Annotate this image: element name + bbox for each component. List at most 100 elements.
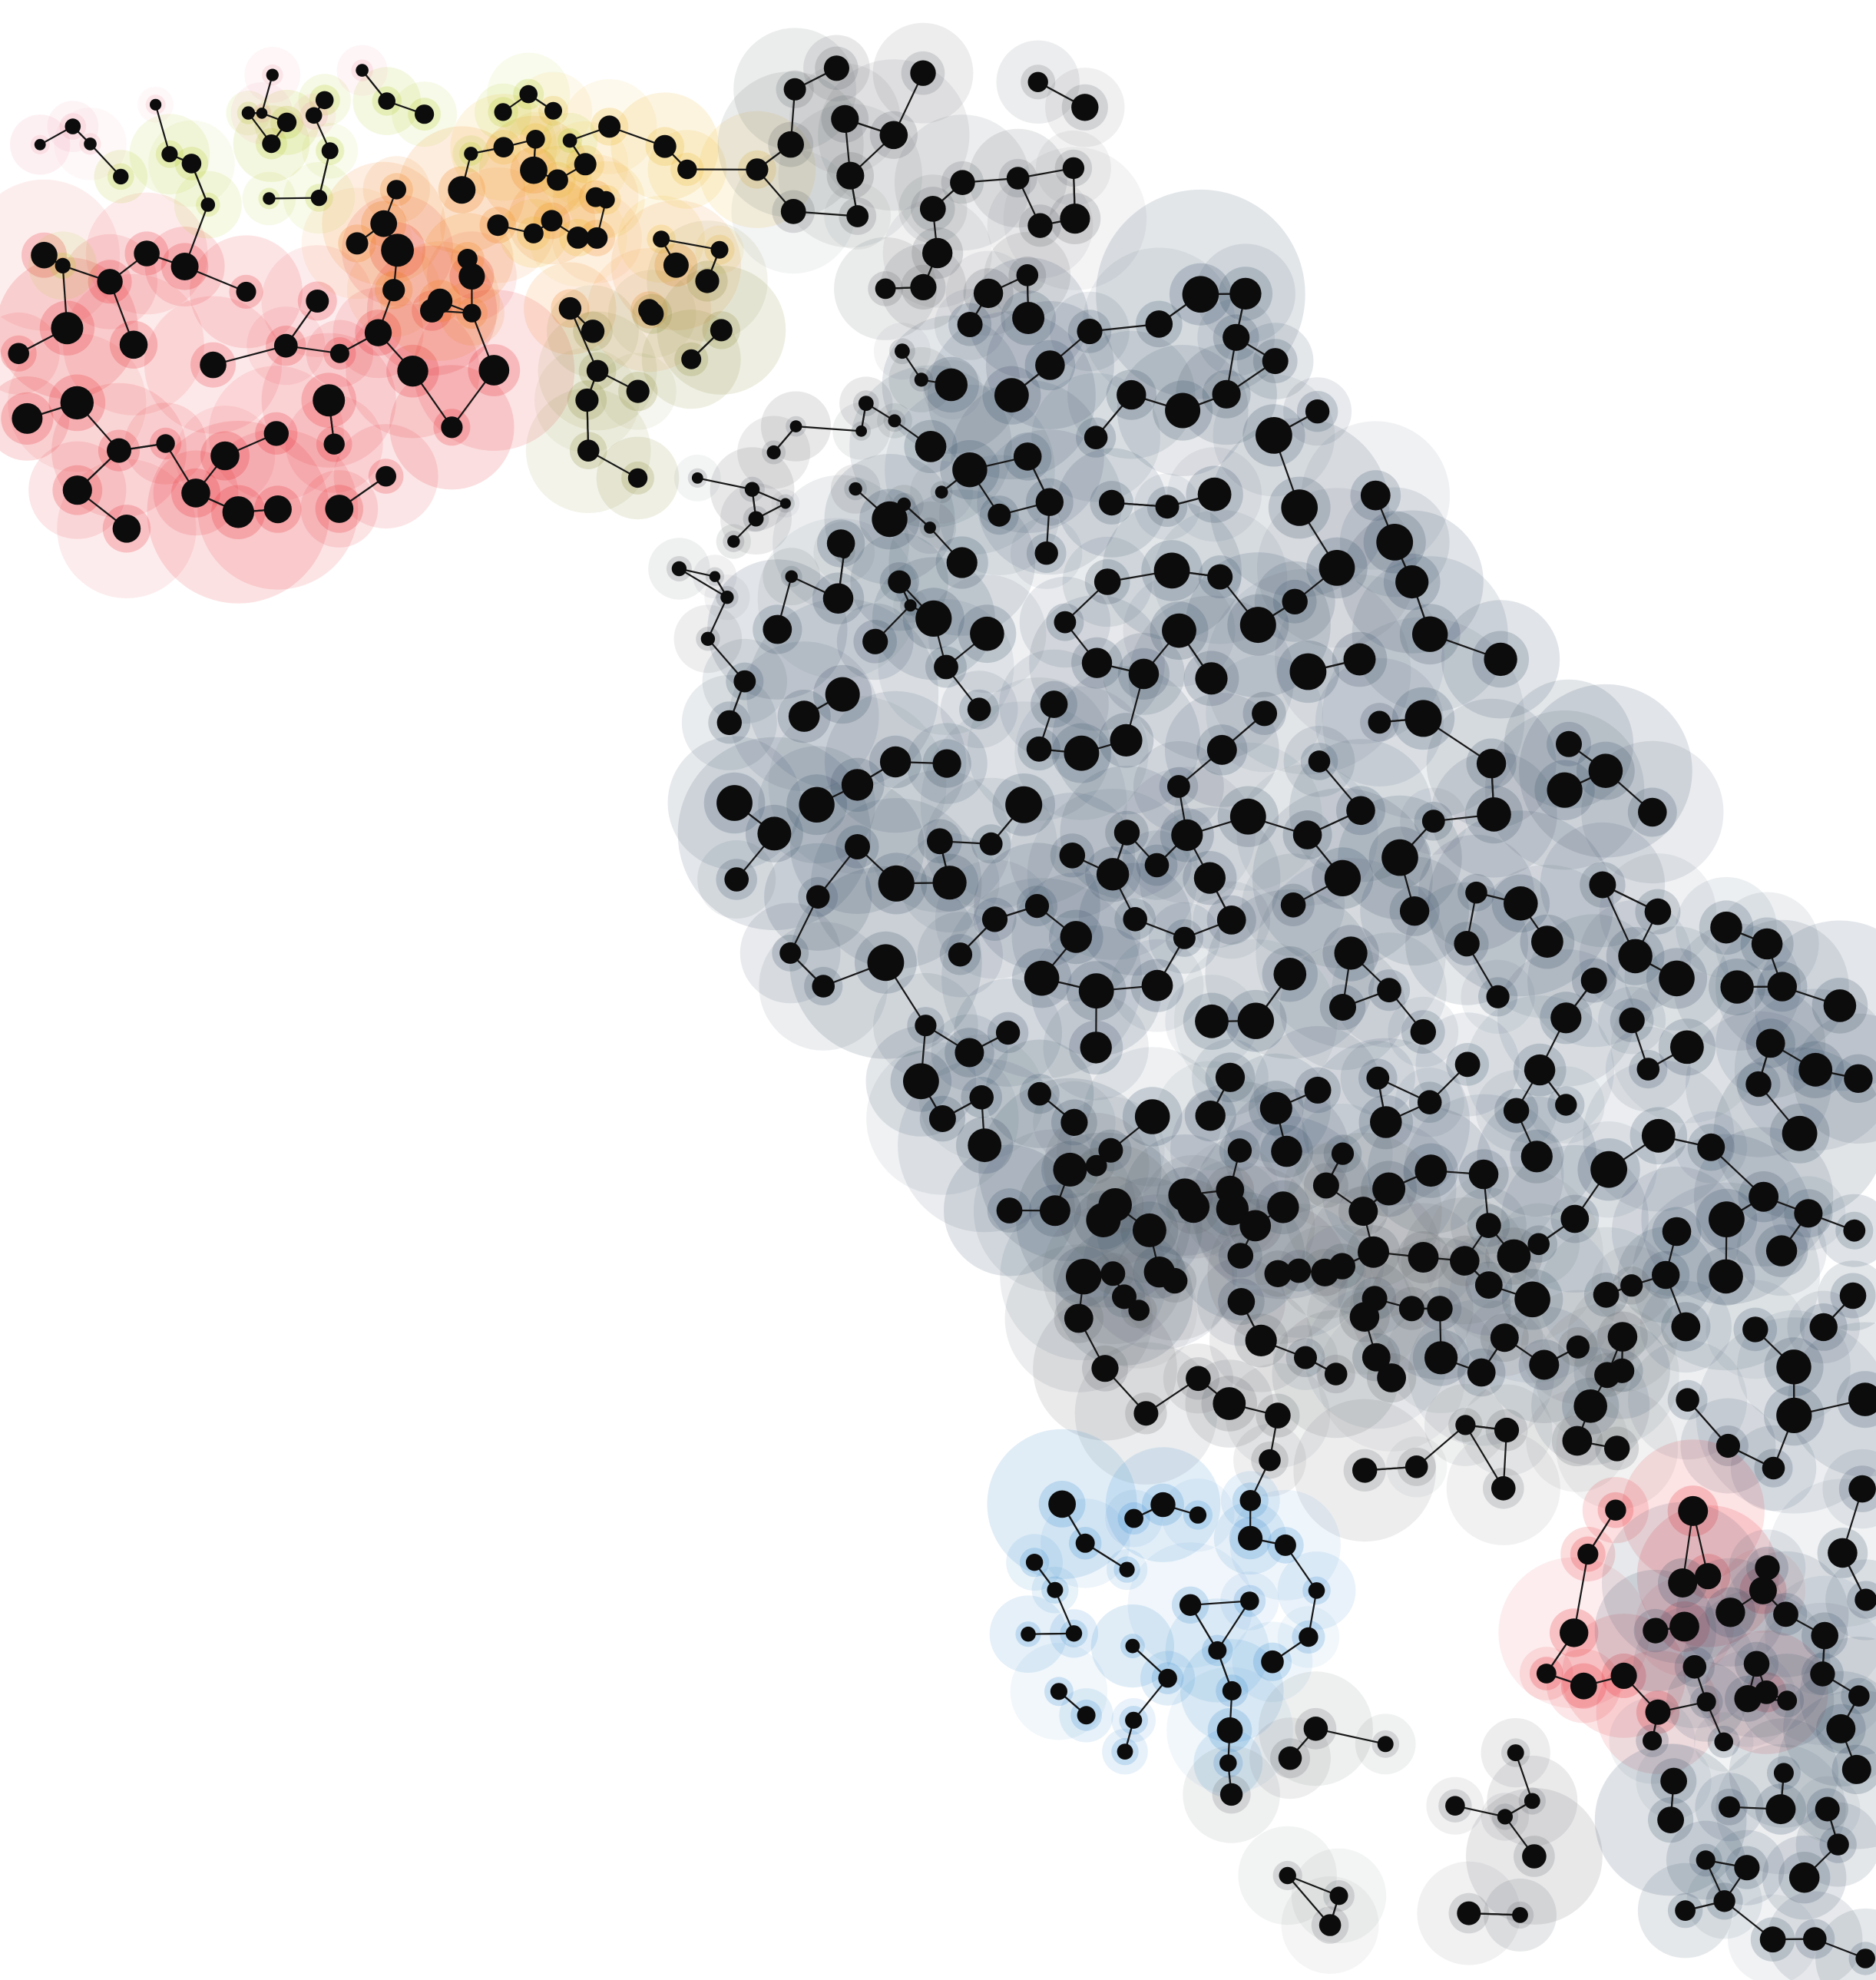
graph-node bbox=[1668, 1568, 1698, 1598]
graph-node bbox=[181, 154, 202, 174]
graph-node bbox=[1512, 1907, 1528, 1923]
graph-node bbox=[1484, 642, 1517, 677]
graph-node bbox=[1212, 379, 1241, 409]
graph-node bbox=[988, 503, 1011, 527]
graph-node bbox=[1610, 1662, 1637, 1689]
graph-node bbox=[1370, 1106, 1402, 1138]
graph-node bbox=[1709, 1201, 1745, 1237]
graph-node bbox=[928, 1105, 956, 1132]
graph-node bbox=[1381, 839, 1418, 876]
graph-node bbox=[846, 205, 869, 227]
graph-node bbox=[1346, 796, 1375, 826]
graph-edge bbox=[1464, 1424, 1504, 1489]
graph-node bbox=[1620, 1274, 1643, 1297]
graph-node bbox=[306, 290, 329, 313]
graph-node bbox=[626, 379, 650, 403]
graph-node bbox=[1529, 1349, 1560, 1380]
graph-node bbox=[1112, 1284, 1137, 1310]
graph-node bbox=[1348, 1197, 1378, 1227]
graph-node bbox=[671, 561, 687, 577]
graph-node bbox=[1282, 588, 1308, 614]
graph-node bbox=[1657, 1806, 1685, 1834]
graph-node bbox=[1066, 1259, 1102, 1295]
graph-node bbox=[1167, 775, 1190, 798]
graph-node bbox=[1229, 277, 1262, 310]
graph-node bbox=[785, 570, 798, 583]
graph-node bbox=[1445, 1796, 1465, 1816]
graph-node bbox=[12, 402, 43, 434]
graph-node bbox=[1782, 1115, 1818, 1151]
graph-node bbox=[823, 55, 849, 81]
graph-node bbox=[598, 115, 621, 138]
graph-node bbox=[1560, 1618, 1589, 1647]
graph-node bbox=[577, 439, 600, 462]
graph-node bbox=[1524, 1054, 1556, 1086]
graph-node bbox=[1216, 1717, 1243, 1743]
graph-node bbox=[1424, 1341, 1458, 1375]
graph-node bbox=[1562, 1425, 1593, 1456]
graph-node bbox=[1844, 1064, 1873, 1094]
graph-node bbox=[364, 319, 392, 346]
graph-node bbox=[1399, 896, 1430, 926]
graph-node bbox=[1329, 1886, 1348, 1906]
graph-node bbox=[1619, 1007, 1645, 1034]
graph-node bbox=[386, 180, 406, 200]
graph-node bbox=[1826, 1713, 1856, 1743]
graph-node bbox=[788, 700, 820, 732]
graph-node bbox=[519, 84, 538, 104]
graph-node bbox=[640, 302, 664, 326]
graph-node bbox=[1531, 925, 1563, 958]
graph-node bbox=[932, 866, 967, 900]
graph-node bbox=[313, 384, 346, 417]
graph-node bbox=[763, 614, 792, 644]
graph-node bbox=[903, 1063, 939, 1100]
graph-node bbox=[948, 942, 973, 967]
graph-node bbox=[1021, 1626, 1036, 1642]
graph-node bbox=[256, 108, 268, 119]
graph-node bbox=[1193, 862, 1226, 894]
graph-node bbox=[1279, 1866, 1296, 1885]
graph-node bbox=[935, 485, 948, 499]
graph-node bbox=[1638, 797, 1667, 827]
graph-node bbox=[1048, 1490, 1076, 1518]
graph-node bbox=[1329, 994, 1356, 1021]
graph-node bbox=[1145, 310, 1173, 338]
graph-node bbox=[757, 816, 792, 851]
graph-node bbox=[1303, 1717, 1328, 1741]
graph-edge bbox=[706, 597, 728, 640]
graph-node bbox=[1504, 886, 1538, 921]
graph-node bbox=[995, 1020, 1021, 1045]
graph-node bbox=[727, 535, 740, 548]
graph-node bbox=[55, 257, 71, 273]
node-halo bbox=[1825, 1559, 1876, 1641]
graph-node bbox=[1256, 417, 1292, 454]
graph-node bbox=[60, 386, 94, 420]
graph-node bbox=[922, 237, 953, 269]
graph-node bbox=[266, 68, 279, 81]
graph-node bbox=[700, 631, 716, 646]
graph-node bbox=[315, 91, 334, 110]
graph-node bbox=[888, 414, 902, 428]
graph-node bbox=[1025, 1554, 1044, 1571]
graph-node bbox=[875, 278, 896, 300]
graph-node bbox=[1132, 1213, 1166, 1247]
graph-node bbox=[1027, 213, 1053, 238]
graph-node bbox=[1803, 1927, 1827, 1951]
graph-node bbox=[1027, 1081, 1051, 1106]
graph-node bbox=[1520, 1141, 1553, 1173]
graph-node bbox=[1099, 489, 1125, 516]
graph-node bbox=[1376, 524, 1414, 561]
graph-node bbox=[1749, 1576, 1777, 1604]
graph-node bbox=[1128, 658, 1160, 690]
graph-node bbox=[97, 269, 123, 295]
graph-node bbox=[780, 199, 806, 224]
graph-node bbox=[1334, 936, 1368, 970]
graph-node bbox=[1013, 442, 1042, 471]
graph-node bbox=[1457, 1901, 1481, 1925]
graph-node bbox=[1098, 1137, 1123, 1163]
graph-node bbox=[325, 495, 354, 523]
graph-node bbox=[1026, 736, 1052, 762]
graph-node bbox=[1749, 1181, 1779, 1212]
graph-node bbox=[1091, 1355, 1119, 1382]
graph-node bbox=[1762, 1456, 1785, 1480]
